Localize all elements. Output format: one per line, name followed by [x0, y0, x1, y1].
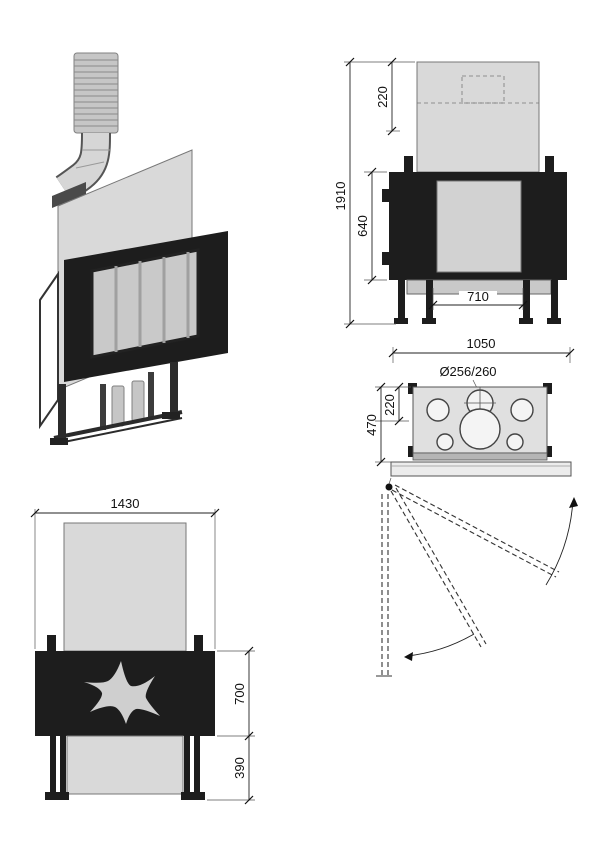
large-front-dimension-ticks [30, 508, 254, 805]
body-front-edge [412, 452, 548, 461]
flue-pipe [73, 52, 119, 134]
dim-label-backing [459, 291, 497, 303]
top-view-dimension-ticks [376, 382, 404, 467]
dim-label-flue-diameter: Ø256/260 [439, 364, 496, 379]
swing-arc-small [406, 633, 475, 657]
hinge-tab-bottom [382, 252, 389, 265]
top-view: 1050 Ø256/260 [364, 336, 575, 477]
legs-large-front [45, 736, 205, 800]
pivot-link-line [388, 477, 392, 485]
hood-panel [416, 61, 540, 173]
dim-label-body-height: 700 [232, 683, 247, 705]
flue-pipe-ribs [74, 59, 118, 127]
door-open-position-2 [391, 484, 560, 578]
door-closed-position [376, 494, 392, 677]
side-post-right [194, 635, 203, 651]
flame-cutout [84, 661, 160, 724]
legs-front-view [394, 280, 561, 324]
swing-arc-large [545, 499, 574, 586]
door-pivot [385, 483, 393, 491]
front-view: 220 1910 640 710 [333, 57, 567, 329]
flue-elbow [55, 132, 111, 202]
side-post-left [404, 156, 413, 172]
dim-label-firebox-height: 640 [355, 215, 370, 237]
flue-collar [52, 182, 86, 208]
hinge-tab-top [382, 189, 389, 202]
hood-hidden-box [461, 75, 505, 104]
dim-label-hood-height: 220 [375, 86, 390, 108]
dim-label-width: 1430 [111, 496, 140, 511]
front-view-dimension-lines [349, 62, 523, 324]
base-box [66, 735, 184, 795]
door-glass [436, 180, 522, 273]
front-view-extension-lines [344, 61, 524, 325]
hood-panel-large [63, 522, 187, 652]
tick [388, 348, 398, 358]
glass-reflections [114, 252, 190, 352]
perspective-view [39, 52, 228, 445]
stand-3d [50, 362, 183, 445]
swing-arrow-small [404, 652, 413, 661]
side-post-left [47, 635, 56, 651]
base-plate [390, 461, 572, 477]
swing-arrow-large [569, 497, 578, 508]
dim-label-top-width: 1050 [467, 336, 496, 351]
front-view-dimension-ticks [345, 57, 528, 329]
dim-label-depth: 470 [364, 414, 379, 436]
side-post-right [545, 156, 554, 172]
door-swing-view [376, 477, 578, 677]
dim-label-inner-width: 710 [467, 289, 489, 304]
dim-label-total-height: 1910 [333, 182, 348, 211]
stand-side-frame [39, 270, 59, 430]
tick [565, 348, 575, 358]
door-open-position-1 [390, 487, 487, 648]
dim-label-flue-offset: 220 [382, 394, 397, 416]
dim-label-base-height: 390 [232, 757, 247, 779]
large-front-view: 1430 700 390 [30, 496, 255, 805]
top-view-openings [426, 387, 534, 451]
